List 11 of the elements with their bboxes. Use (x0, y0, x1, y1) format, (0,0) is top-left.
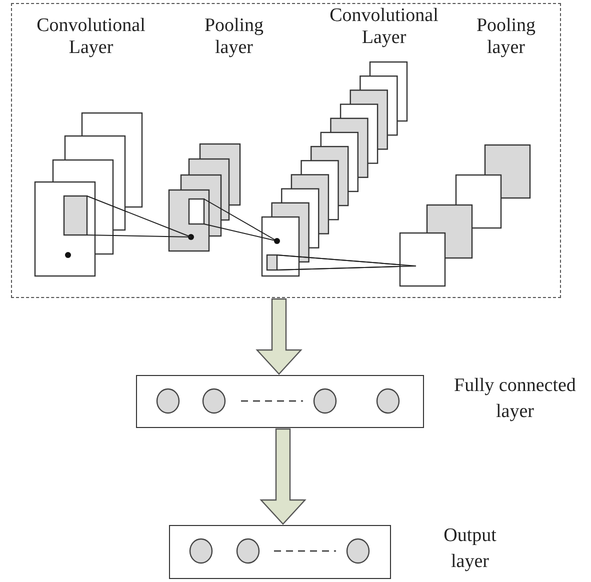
layer-heading: Pooling layer (475, 15, 537, 59)
layer-label: Output layer (442, 524, 498, 574)
layer-box (136, 375, 424, 428)
layer-heading: Pooling layer (203, 15, 265, 59)
layer-heading: Convolutional Layer (328, 5, 440, 49)
block-arrow (260, 428, 306, 525)
layer-label: Fully connected layer (453, 374, 577, 424)
layer-heading: Convolutional Layer (36, 15, 146, 59)
layer-box (169, 525, 391, 579)
dashed-frame (11, 3, 561, 298)
block-arrow (256, 298, 302, 375)
